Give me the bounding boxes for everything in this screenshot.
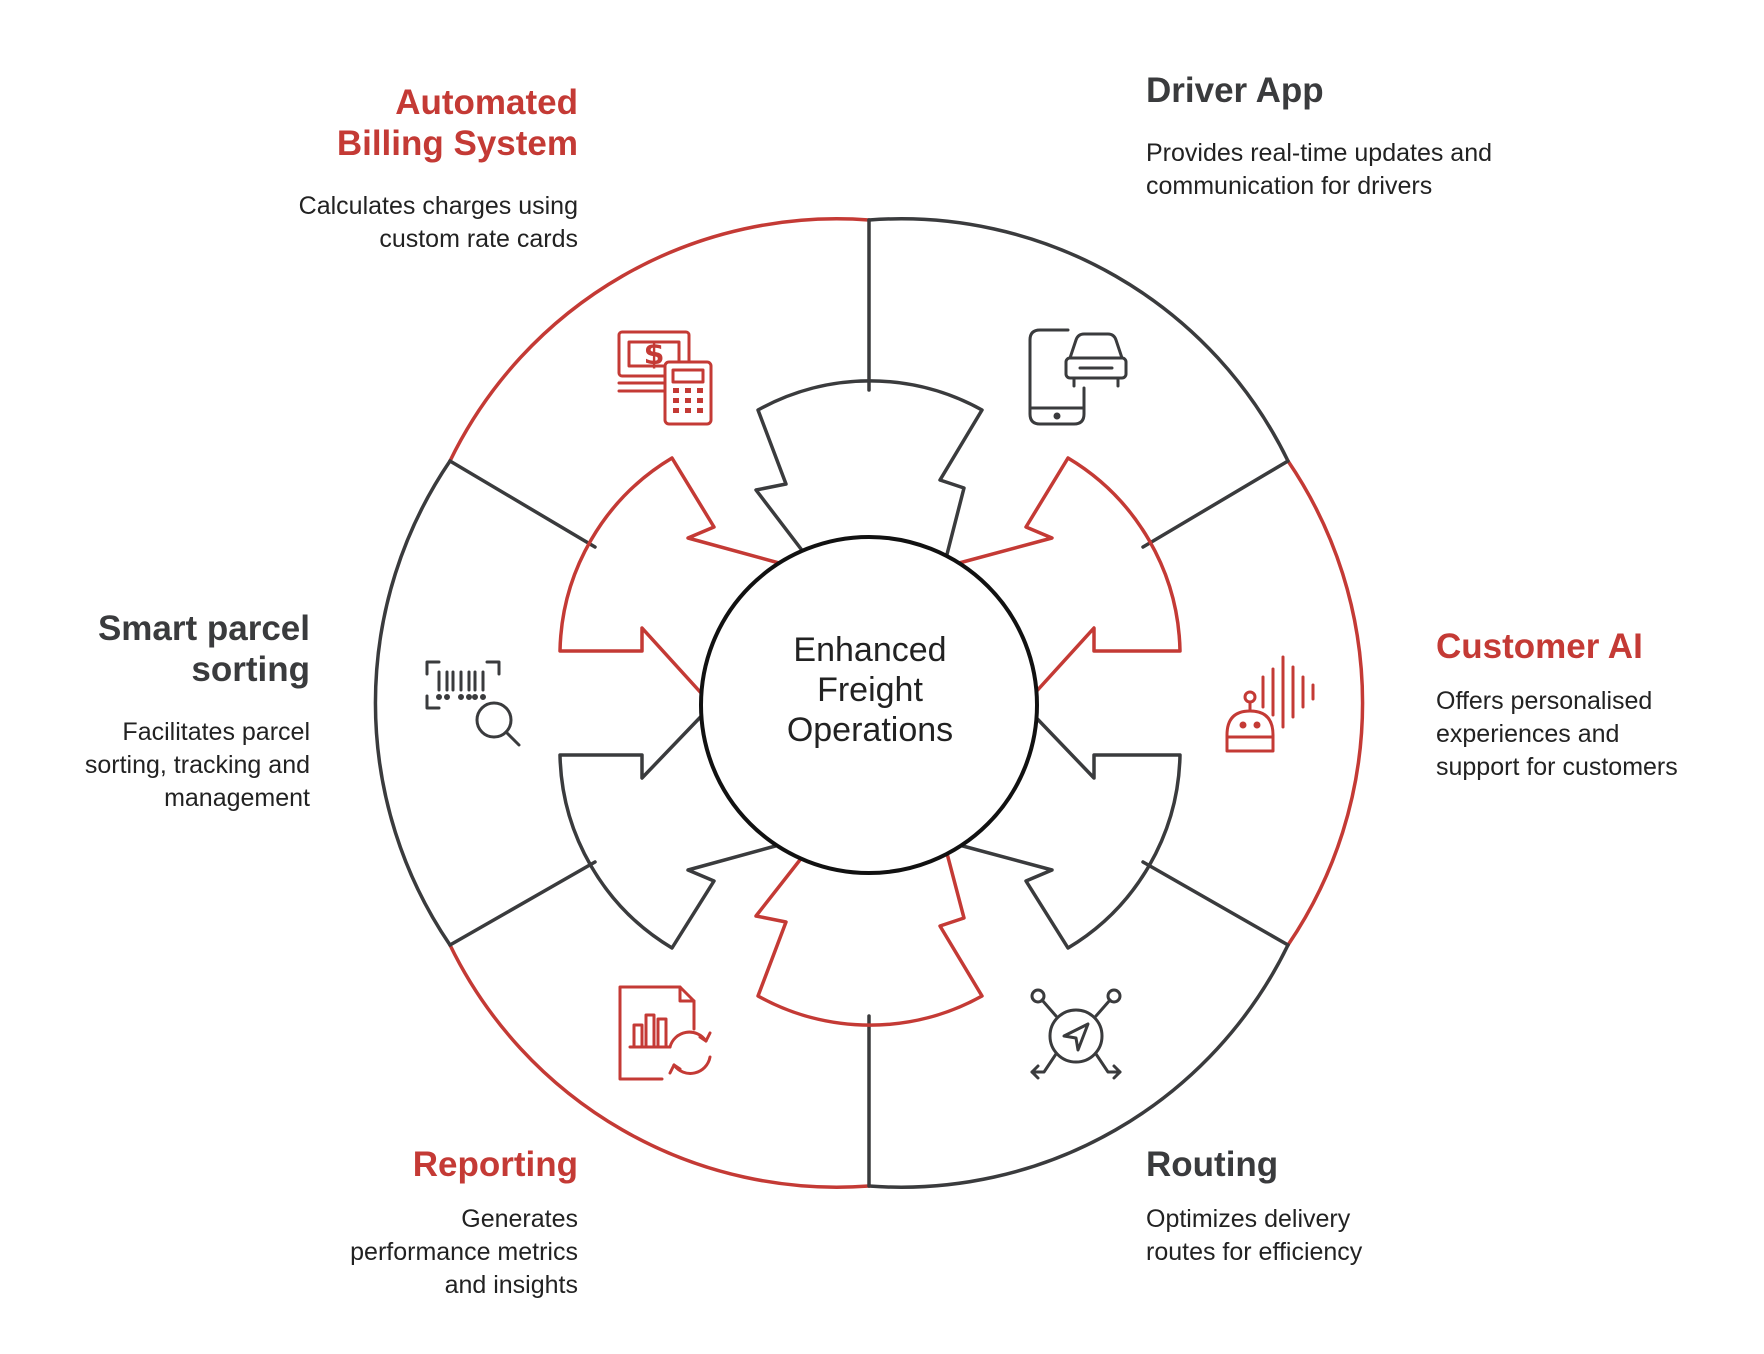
- outer-arc-routing: [867, 943, 1290, 1189]
- report-refresh-icon: [618, 985, 712, 1081]
- segment-description: Generates performance metrics and insigh…: [350, 1205, 578, 1299]
- segment-reporting: Reporting Generates performance metrics …: [158, 1144, 578, 1302]
- arrow-customer: [946, 456, 1182, 707]
- outer-arc-sorting: [373, 459, 452, 947]
- segment-title: Routing: [1146, 1145, 1279, 1184]
- inward-arrows: [558, 379, 1182, 1027]
- outer-arc-customer: [1286, 459, 1365, 947]
- outer-arc-reporting: [448, 943, 871, 1189]
- outer-arc-driver: [867, 217, 1290, 463]
- segment-description: Provides real-time updates and communica…: [1146, 139, 1493, 200]
- segment-description: Facilitates parcel sorting, tracking and…: [84, 718, 310, 812]
- segment-description: Offers personalised experiences and supp…: [1436, 687, 1678, 781]
- navigation-routes-icon: [1030, 988, 1122, 1080]
- center-label: Enhanced Freight Operations: [700, 630, 1040, 750]
- segment-description: Optimizes delivery routes for efficiency: [1146, 1205, 1363, 1266]
- phone-car-icon: [1028, 328, 1128, 426]
- arrow-routing: [946, 703, 1182, 950]
- segment-sorting: Smart parcel sorting Facilitates parcel …: [10, 608, 310, 815]
- center-line-3: Operations: [786, 711, 954, 749]
- center-circle: [699, 535, 1039, 875]
- segment-customer: Customer AI Offers personalised experien…: [1436, 626, 1756, 784]
- arrow-reporting: [754, 840, 984, 1027]
- segment-title: Driver App: [1146, 71, 1324, 110]
- segment-title: Reporting: [412, 1145, 578, 1184]
- segment-billing: Automated Billing System Calculates char…: [158, 82, 578, 256]
- center-line-1: Enhanced: [793, 631, 947, 669]
- segment-routing: Routing Optimizes delivery routes for ef…: [1146, 1144, 1566, 1269]
- svg-text:$: $: [644, 337, 665, 372]
- segment-title: Smart parcel sorting: [97, 609, 310, 689]
- arrow-driver: [754, 379, 984, 568]
- barcode-search-icon: [425, 660, 521, 747]
- segment-description: Calculates charges using custom rate car…: [298, 192, 578, 253]
- arrow-sorting: [558, 703, 792, 950]
- money-calculator-icon: $: [617, 330, 713, 426]
- center-line-2: Freight: [817, 671, 923, 709]
- segment-title: Automated Billing System: [336, 83, 578, 163]
- robot-soundwave-icon: [1225, 655, 1315, 753]
- segment-driver: Driver App Provides real-time updates an…: [1146, 70, 1626, 203]
- divider-lines: [448, 218, 1290, 1188]
- arrow-billing: [558, 456, 792, 707]
- outer-arc-billing: [448, 217, 871, 463]
- outer-ring: [373, 217, 1365, 1189]
- segment-title: Customer AI: [1436, 627, 1643, 666]
